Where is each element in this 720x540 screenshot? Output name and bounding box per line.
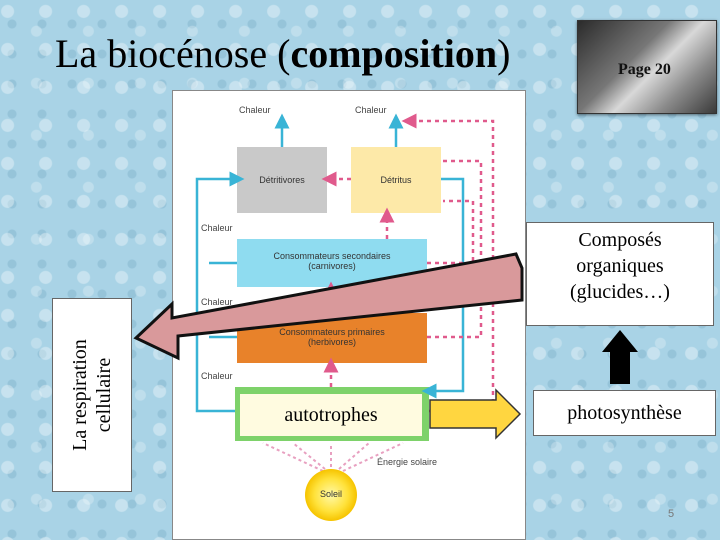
title-bold: composition (290, 31, 498, 76)
solar-energy-label: Énergie solaire (377, 457, 438, 467)
primary-to-detritus (427, 159, 483, 339)
heat-label-secondary: Chaleur (201, 223, 233, 233)
title-regular: La biocénose ( (55, 31, 291, 76)
heat-label-top-left: Chaleur (239, 105, 271, 115)
sun-icon: Soleil (305, 469, 357, 521)
primary-label: Consommateurs primaires(herbivores) (279, 327, 385, 347)
detritivores-label: Détritivores (259, 175, 305, 185)
right-arrow-icon (429, 388, 522, 440)
respiration-arrow-icon (133, 252, 524, 361)
page-badge: Page 20 (618, 61, 671, 78)
photosynthesis-box: photosynthèse (533, 390, 716, 436)
detritivores-box (237, 147, 327, 213)
autotrophes-label: autotrophes (240, 394, 422, 436)
sun-label: Soleil (319, 489, 342, 499)
solar-rays (262, 442, 404, 472)
compounds-line3: (glucides…) (570, 281, 670, 303)
title-close: ) (497, 31, 511, 76)
heat-label-producers: Chaleur (201, 371, 233, 381)
compounds-box: Composés organiques (glucides…) (526, 222, 714, 326)
up-arrow-icon (602, 330, 638, 384)
heat-label-top-right: Chaleur (355, 105, 387, 115)
slide-number: 5 (668, 508, 675, 520)
book-image: Page 20 (577, 20, 717, 114)
detritus-box (351, 147, 441, 213)
secondary-label: Consommateurs secondaires(carnivores) (273, 251, 391, 271)
heat-flow-producers (195, 171, 245, 413)
detritus-label: Détritus (380, 175, 412, 185)
compounds-line1: Composés (578, 229, 662, 251)
compounds-line2: organiques (576, 255, 664, 277)
secondary-to-detritus (427, 199, 475, 265)
heat-label-primary: Chaleur (201, 297, 233, 307)
slide-title: La biocénose (composition) (55, 30, 510, 77)
